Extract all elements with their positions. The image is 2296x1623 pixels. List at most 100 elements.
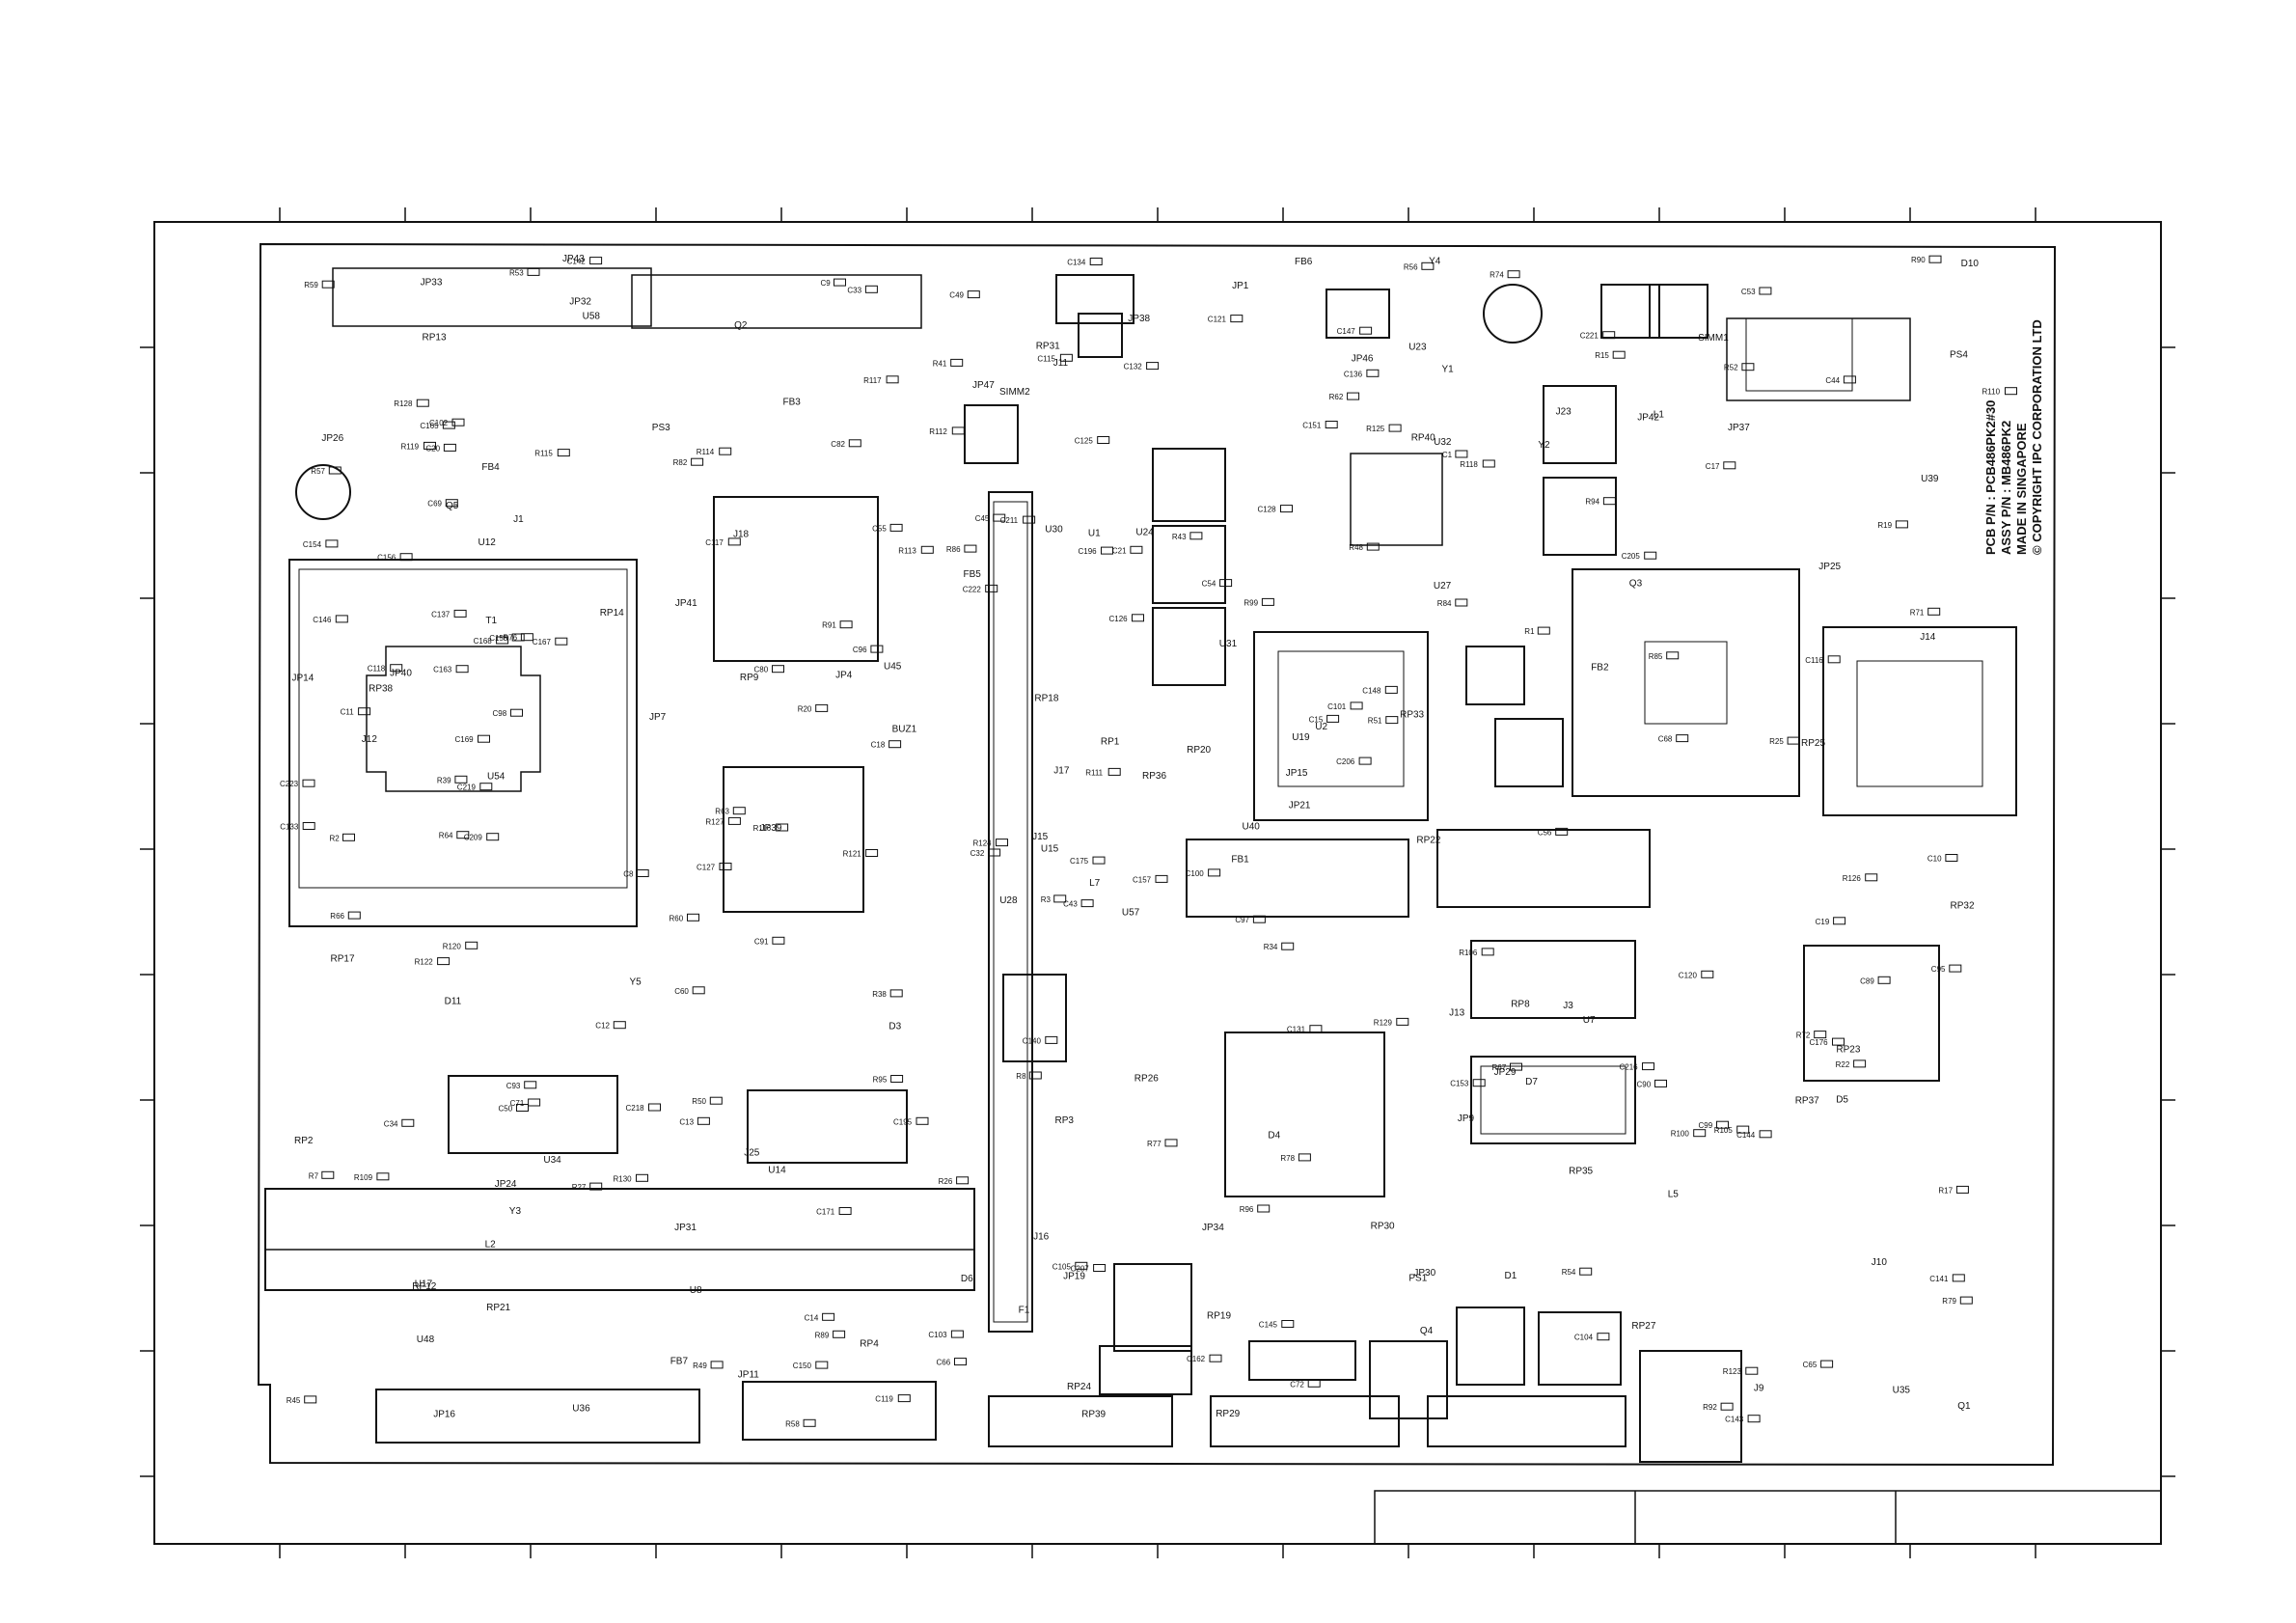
footprint-c155 [511, 633, 525, 642]
ref-r89: R89 [815, 1331, 830, 1339]
ref-jp33: JP33 [421, 277, 443, 288]
ref-c60: C60 [674, 987, 689, 996]
ref-fb4: FB4 [481, 462, 500, 473]
ref-r95: R95 [873, 1076, 888, 1085]
footprint-c216 [1642, 1062, 1654, 1071]
ref-u30: U30 [1045, 524, 1063, 535]
footprint-c14 [822, 1312, 835, 1321]
ref-c10: C10 [1927, 855, 1942, 864]
footprint-r2 [342, 833, 355, 841]
ref-r77: R77 [1147, 1140, 1162, 1148]
footprint-r77 [1164, 1139, 1178, 1147]
footprint-r118 [1482, 459, 1495, 468]
ref-c44: C44 [1825, 376, 1840, 385]
footprint-r128 [416, 399, 429, 407]
ref-c91: C91 [754, 937, 769, 946]
ref-c157: C157 [1133, 875, 1152, 884]
ref-y2: Y2 [1538, 440, 1550, 451]
ref-r34: R34 [1264, 943, 1278, 951]
footprint-r76 [520, 633, 533, 642]
footprint-c146 [335, 615, 348, 623]
footprint-c15 [1326, 714, 1340, 723]
ref-jp11: JP11 [738, 1369, 759, 1380]
ref-rp14: RP14 [600, 608, 624, 619]
ref-c167: C167 [533, 638, 552, 646]
ref-c65: C65 [1803, 1361, 1818, 1369]
ref-r82: R82 [673, 458, 688, 467]
ref-rp26: RP26 [1134, 1073, 1159, 1084]
ref-c147: C147 [1337, 327, 1356, 336]
footprint-r122 [437, 957, 451, 966]
ref-r74: R74 [1490, 271, 1504, 280]
ref-r49: R49 [693, 1362, 707, 1370]
ref-c134: C134 [1067, 259, 1086, 267]
ref-l5: L5 [1668, 1189, 1680, 1199]
footprint-c90 [1654, 1079, 1667, 1087]
ref-c132: C132 [1124, 363, 1143, 371]
ref-j16: J16 [1033, 1232, 1050, 1243]
ref-jp9: JP9 [1458, 1114, 1475, 1124]
ref-q4: Q4 [1420, 1326, 1434, 1336]
ref-fb7: FB7 [670, 1356, 689, 1366]
ref-j12: J12 [362, 734, 378, 745]
ref-c14: C14 [805, 1313, 819, 1322]
footprint-c69 [445, 499, 458, 508]
ref-r7: R7 [309, 1171, 319, 1180]
ref-c219: C219 [457, 784, 477, 792]
footprint-r53 [527, 267, 540, 276]
ref-c163: C163 [433, 666, 452, 674]
ref-c53: C53 [1741, 288, 1756, 296]
ref-l7: L7 [1089, 878, 1101, 889]
ref-u2: U2 [1315, 722, 1327, 732]
footprint-r126 [1865, 873, 1878, 882]
footprint-c154 [325, 539, 339, 548]
ref-c71: C71 [510, 1099, 525, 1108]
ref-ps4: PS4 [1950, 349, 1968, 360]
footprint-c205 [1644, 551, 1657, 560]
footprint-r121 [865, 849, 879, 857]
footprint-r99 [1261, 597, 1274, 606]
footprint-c56 [1555, 827, 1569, 836]
ref-c137: C137 [431, 610, 451, 619]
footprint-r106 [1481, 948, 1494, 956]
footprint-c132 [1146, 362, 1160, 371]
footprint-c49 [967, 290, 980, 299]
ref-r94: R94 [1585, 498, 1599, 507]
footprint-c171 [838, 1207, 852, 1215]
ref-c95: C95 [1931, 965, 1946, 974]
footprint-r67 [1510, 1062, 1522, 1071]
footprint-c162 [1209, 1354, 1222, 1362]
ref-c216: C216 [1620, 1063, 1639, 1072]
ref-r79: R79 [1942, 1297, 1956, 1306]
footprint-c101 [1350, 701, 1363, 710]
ref-c207: C207 [1071, 1265, 1090, 1274]
ref-r20: R20 [798, 704, 812, 713]
footprint-r8 [1028, 1071, 1042, 1080]
footprint-c140 [1045, 1035, 1058, 1044]
footprint-c167 [555, 637, 568, 646]
ref-u19: U19 [1292, 732, 1310, 743]
ref-q1: Q1 [1957, 1401, 1971, 1412]
ref-c144: C144 [1736, 1131, 1756, 1140]
footprint-c218 [648, 1103, 661, 1112]
ref-r127: R127 [705, 817, 724, 826]
footprint-c82 [848, 439, 861, 448]
ref-d4: D4 [1268, 1131, 1280, 1142]
ref-r118: R118 [1460, 460, 1478, 469]
footprint-r22 [1853, 1059, 1867, 1068]
ref-jp32: JP32 [569, 296, 591, 307]
footprint-c10 [1945, 854, 1958, 862]
footprint-c127 [719, 863, 732, 870]
ref-r53: R53 [509, 268, 524, 277]
ref-c80: C80 [754, 666, 769, 674]
footprint-c105 [1075, 1261, 1088, 1270]
footprint-c148 [1384, 685, 1398, 694]
ref-r1: R1 [1524, 627, 1535, 636]
ref-c19: C19 [1816, 918, 1830, 926]
ref-c151: C151 [1302, 422, 1322, 430]
ref-jp39: JP39 [760, 823, 782, 834]
ref-c176: C176 [1810, 1038, 1829, 1047]
ref-c222: C222 [963, 585, 982, 593]
ref-j13: J13 [1449, 1008, 1465, 1019]
footprint-c80 [772, 665, 784, 674]
